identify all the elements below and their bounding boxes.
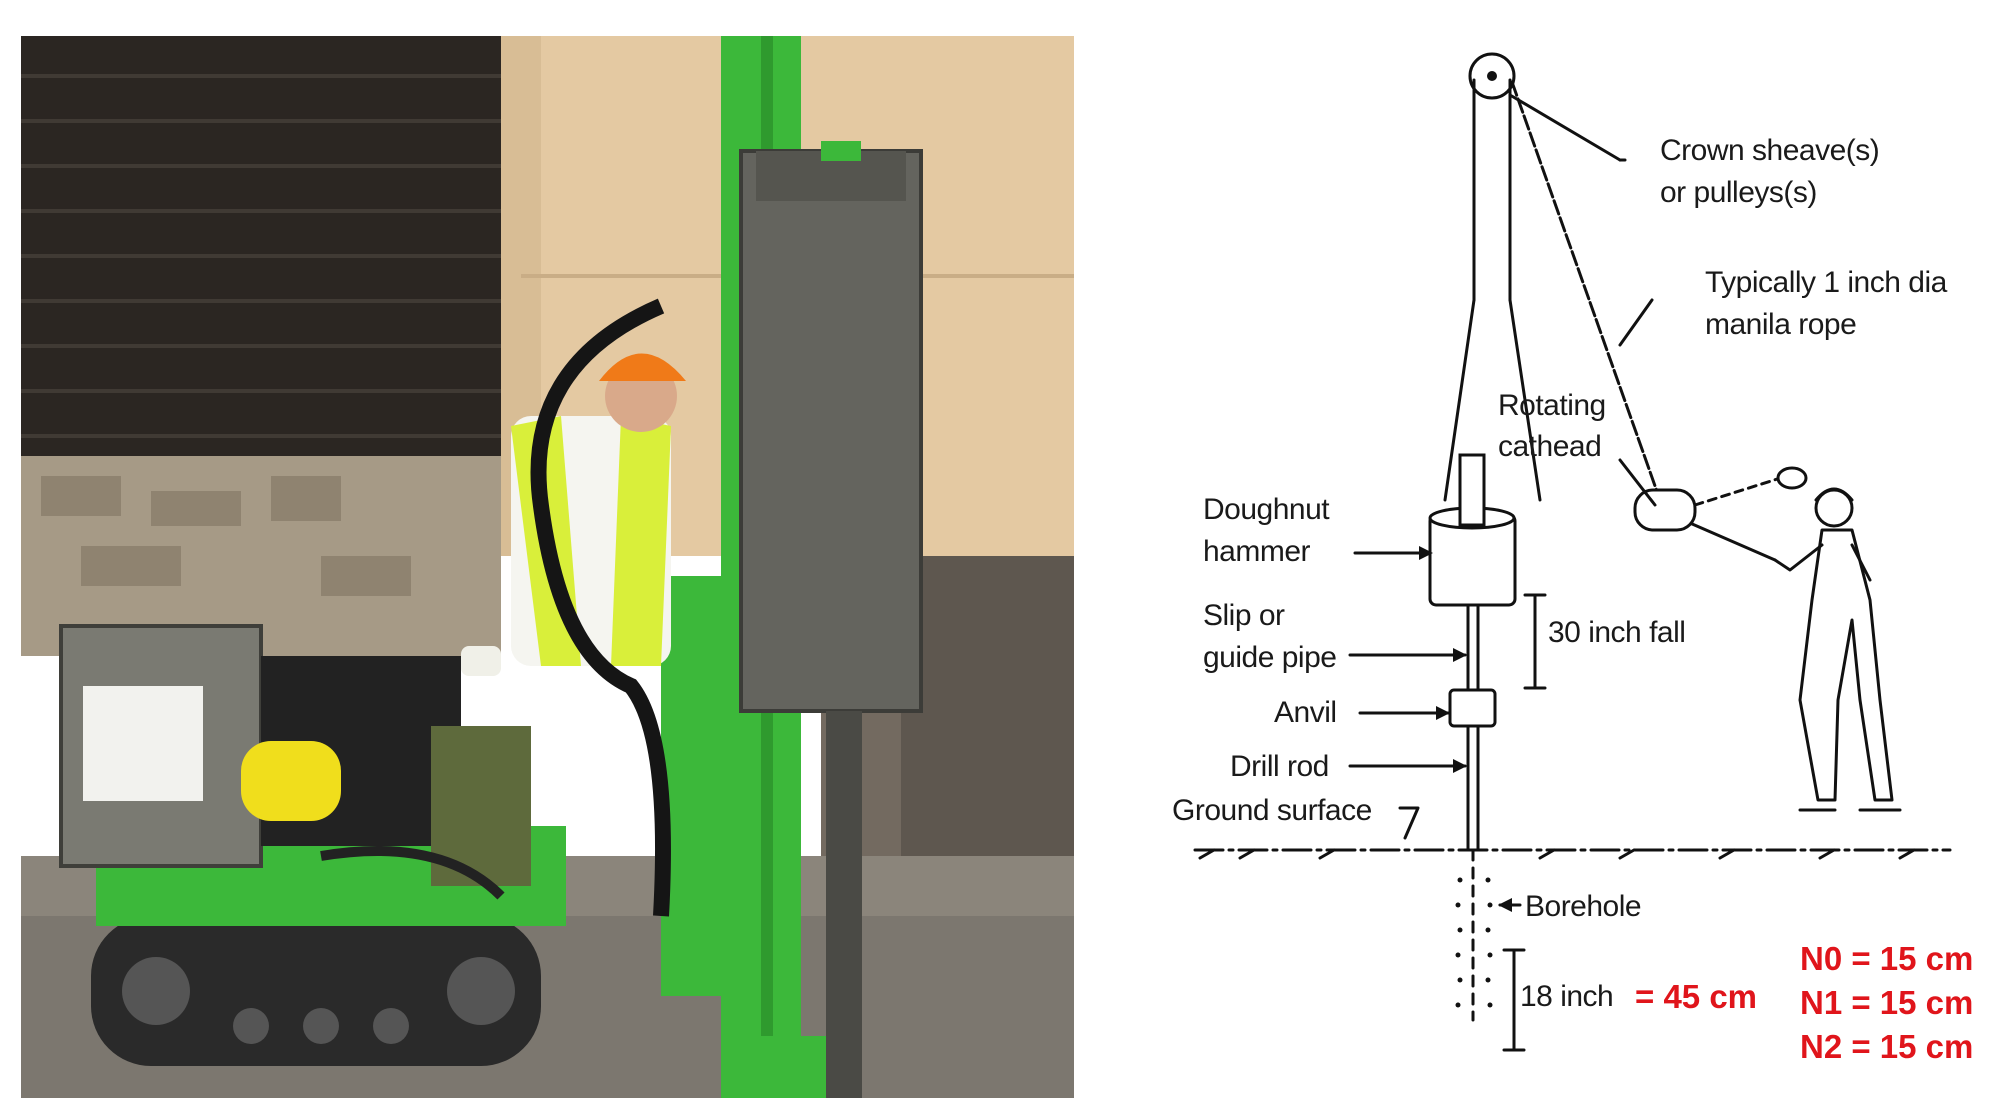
- label-borehole: Borehole: [1525, 890, 1641, 923]
- yellow-tank: [241, 741, 341, 821]
- label-crown-sheave-1: Crown sheave(s): [1660, 134, 1879, 167]
- annotation-n2: N2 = 15 cm: [1800, 1028, 1973, 1065]
- annotation-n0: N0 = 15 cm: [1800, 940, 1973, 977]
- label-18-inch: 18 inch: [1520, 980, 1613, 1013]
- label-rope-1: Typically 1 inch dia: [1705, 266, 1948, 299]
- label-rope-2: manila rope: [1705, 308, 1856, 341]
- label-hammer-1: Doughnut: [1203, 493, 1330, 526]
- label-hammer-2: hammer: [1203, 535, 1311, 568]
- spt-diagram: Crown sheave(s) or pulleys(s) Typically …: [1100, 0, 2010, 1110]
- label-guide-1: Slip or: [1203, 599, 1285, 632]
- annotation-n1: N1 = 15 cm: [1800, 984, 1973, 1021]
- timber-wall: [21, 36, 501, 466]
- label-cathead-1: Rotating: [1498, 389, 1606, 422]
- drill-rod: [826, 711, 862, 1098]
- cathead-icon: [1635, 468, 1806, 530]
- label-drill-rod: Drill rod: [1230, 750, 1329, 783]
- drilling-rig-photo: [21, 36, 1074, 1098]
- label-guide-2: guide pipe: [1203, 641, 1336, 674]
- operator-figure: [1775, 489, 1900, 810]
- label-anvil: Anvil: [1274, 696, 1337, 729]
- anvil-icon: [1450, 690, 1495, 726]
- annotation-45cm: = 45 cm: [1635, 978, 1757, 1015]
- label-crown-sheave-2: or pulleys(s): [1660, 176, 1817, 209]
- label-ground-surface: Ground surface: [1172, 794, 1372, 827]
- hammer-housing: [741, 151, 921, 711]
- label-cathead-2: cathead: [1498, 430, 1601, 463]
- label-fall: 30 inch fall: [1548, 616, 1685, 649]
